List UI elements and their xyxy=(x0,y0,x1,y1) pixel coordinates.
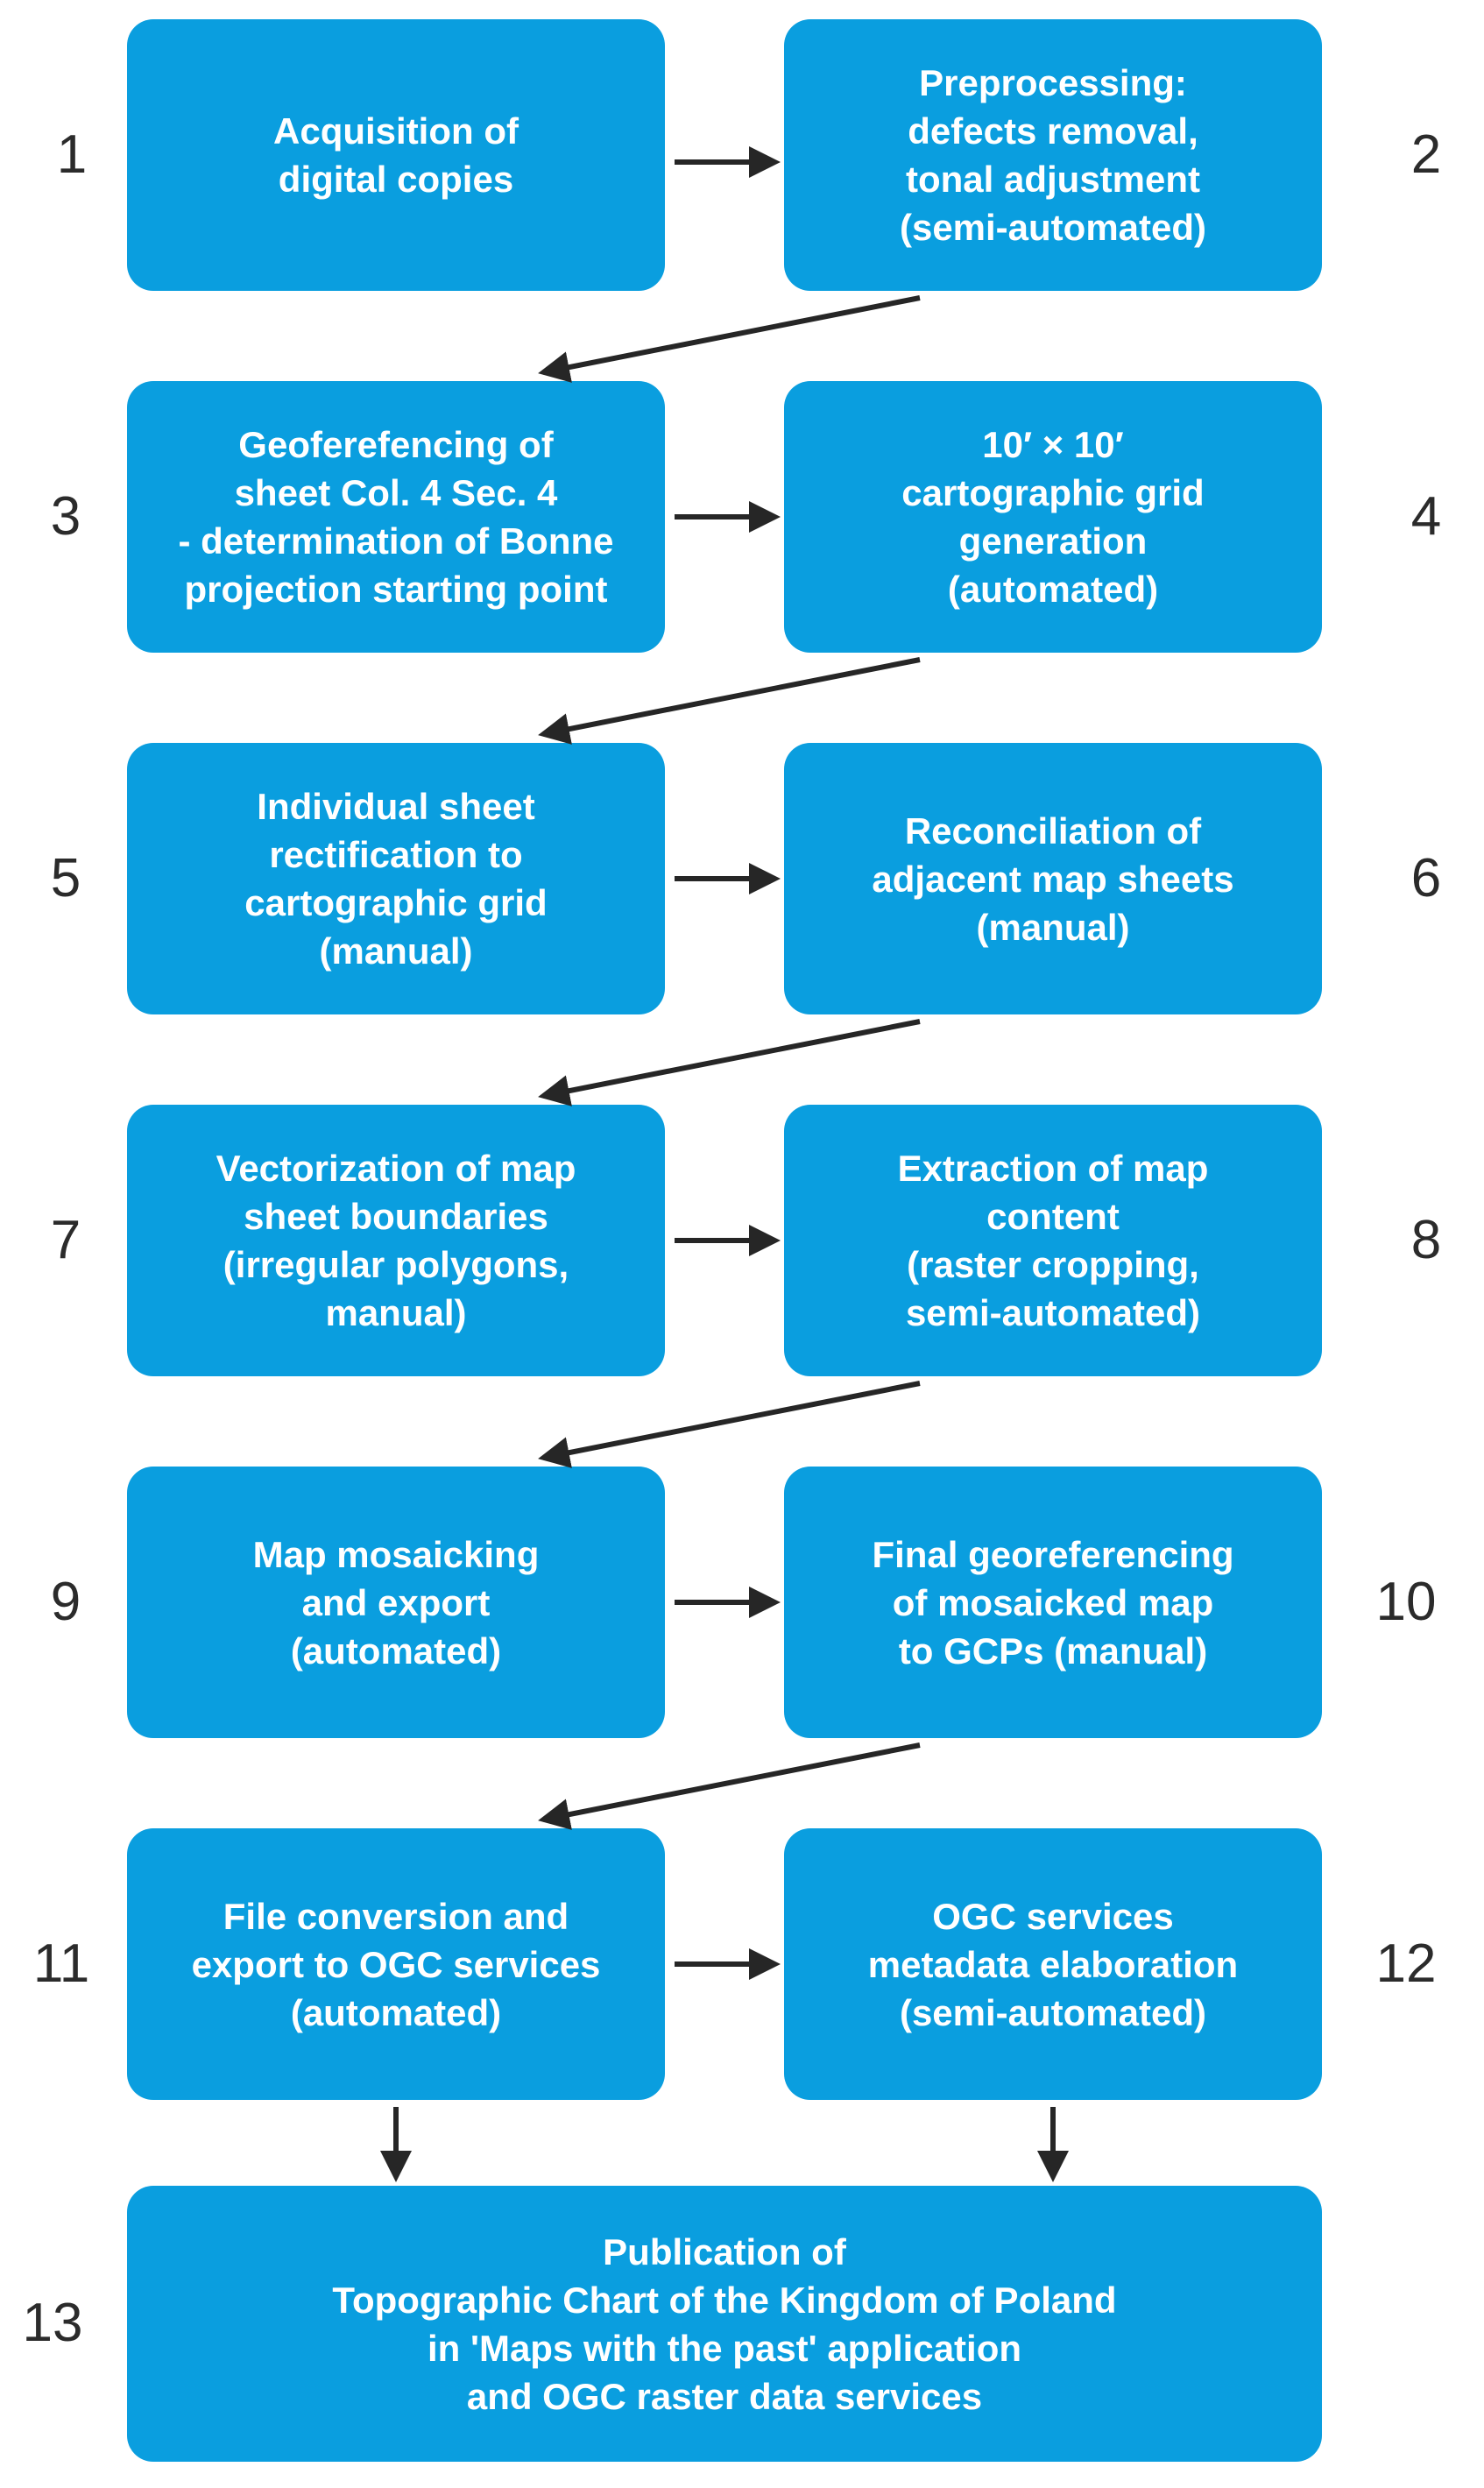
step-number-6: 6 xyxy=(1410,848,1442,908)
step-box-10: Final georeferencing of mosaicked map to… xyxy=(784,1467,1322,1738)
step-number-5: 5 xyxy=(50,848,81,908)
step-box-8: Extraction of map content (raster croppi… xyxy=(784,1105,1322,1376)
step-number-13: 13 xyxy=(22,2293,83,2353)
step-text-2: Preprocessing: defects removal, tonal ad… xyxy=(899,62,1207,248)
step-text-11: File conversion and export to OGC servic… xyxy=(191,1895,601,2033)
step-text-5: Individual sheet rectification to cartog… xyxy=(244,786,548,972)
step-number-8: 8 xyxy=(1410,1210,1442,1270)
arrow-4-to-5 xyxy=(538,657,921,745)
step-number-11: 11 xyxy=(32,1933,90,1994)
step-text-13: Publication of Topographic Chart of the … xyxy=(332,2230,1117,2417)
arrow-8-to-9 xyxy=(538,1381,921,1468)
step-text-1: Acquisition of digital copies xyxy=(273,110,519,200)
step-box-1: Acquisition of digital copies xyxy=(127,19,665,291)
step-text-3: Geoferefencing of sheet Col. 4 Sec. 4 - … xyxy=(178,424,614,610)
step-box-6: Reconciliation of adjacent map sheets (m… xyxy=(784,743,1322,1014)
step-box-2: Preprocessing: defects removal, tonal ad… xyxy=(784,19,1322,291)
step-text-7: Vectorization of map sheet boundaries (i… xyxy=(216,1148,576,1333)
step-number-7: 7 xyxy=(50,1210,81,1270)
step-box-13: Publication of Topographic Chart of the … xyxy=(127,2186,1322,2462)
step-box-3: Geoferefencing of sheet Col. 4 Sec. 4 - … xyxy=(127,381,665,653)
step-box-12: OGC services metadata elaboration (semi-… xyxy=(784,1828,1322,2100)
arrow-10-to-11 xyxy=(538,1742,921,1830)
step-number-2: 2 xyxy=(1410,124,1442,185)
step-text-6: Reconciliation of adjacent map sheets (m… xyxy=(872,809,1234,948)
arrow-6-to-7 xyxy=(538,1019,921,1106)
step-number-9: 9 xyxy=(50,1572,81,1632)
step-box-5: Individual sheet rectification to cartog… xyxy=(127,743,665,1014)
step-number-1: 1 xyxy=(56,124,88,185)
step-number-12: 12 xyxy=(1375,1933,1437,1994)
step-box-11: File conversion and export to OGC servic… xyxy=(127,1828,665,2100)
step-box-7: Vectorization of map sheet boundaries (i… xyxy=(127,1105,665,1376)
step-box-4: 10′ × 10′ cartographic grid generation (… xyxy=(784,381,1322,653)
step-number-10: 10 xyxy=(1375,1572,1437,1632)
arrow-2-to-3 xyxy=(538,295,921,383)
step-number-4: 4 xyxy=(1410,486,1442,547)
step-box-9: Map mosaicking and export (automated) xyxy=(127,1467,665,1738)
step-text-10: Final georeferencing of mosaicked map to… xyxy=(872,1533,1234,1672)
step-text-4: 10′ × 10′ cartographic grid generation (… xyxy=(901,424,1205,610)
step-text-9: Map mosaicking and export (automated) xyxy=(252,1533,540,1672)
step-text-8: Extraction of map content (raster croppi… xyxy=(897,1148,1209,1333)
step-number-3: 3 xyxy=(50,486,81,547)
step-text-12: OGC services metadata elaboration (semi-… xyxy=(867,1895,1239,2033)
